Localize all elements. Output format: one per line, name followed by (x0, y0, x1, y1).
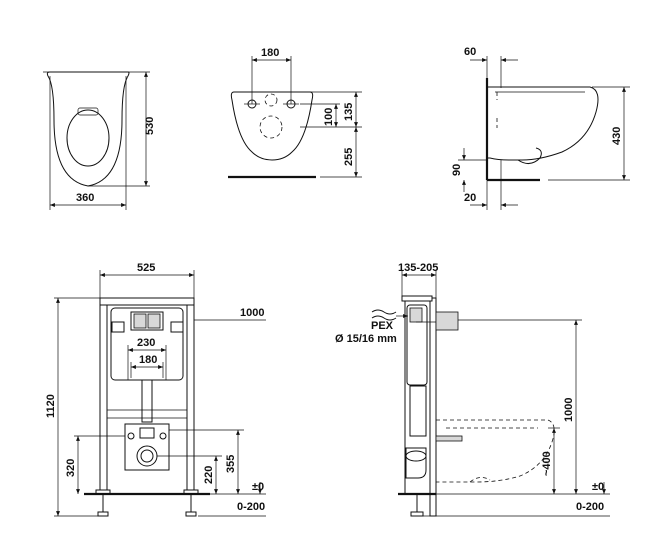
seat-hinge (77, 107, 99, 116)
frame-side-top (401, 295, 433, 302)
bowl-outline (46, 71, 130, 187)
dim-inner-spacing: 180 (139, 354, 157, 366)
wall-section (429, 297, 437, 517)
dim-rear-hole-height: 100 (323, 108, 335, 126)
side-view: 60 430 90 20 (451, 46, 630, 210)
floor-level-front: ±0 (252, 481, 264, 493)
dim-inner-width: 230 (137, 337, 155, 349)
dim-support-height: 320 (65, 459, 77, 477)
dim-top-width: 360 (76, 192, 94, 204)
frame-top-rail (99, 297, 195, 306)
wall-bracket-side (435, 435, 463, 442)
flush-button-left (133, 313, 147, 329)
side-bowl-profile (487, 86, 599, 161)
dim-side-outlet-height: 90 (451, 164, 463, 176)
cistern-side (406, 304, 428, 386)
bowl-opening (66, 109, 110, 167)
dim-rear-bottom-height: 255 (343, 148, 355, 166)
supply-valve (409, 307, 423, 323)
dim-rear-top-height: 135 (343, 103, 355, 121)
flush-button-right (147, 313, 161, 329)
floor-level-side: ±0 (592, 481, 604, 493)
dim-side-plate-height: 1000 (563, 398, 575, 422)
dim-depth-range: 135-205 (398, 262, 438, 274)
frame-front-view: 525 230 180 1120 320 1000 220 355 ±0 (45, 262, 266, 517)
dim-seat-height: ~400 (541, 451, 553, 476)
rear-bowl-outline (230, 91, 314, 161)
dim-rear-hole-spacing: 180 (261, 47, 279, 59)
frame-post-left (99, 297, 108, 495)
frame-post-right (186, 297, 195, 495)
floor-range-side: 0-200 (576, 501, 604, 513)
side-trap (517, 147, 542, 164)
floor-range-front: 0-200 (237, 501, 265, 513)
supply-label: PEX (371, 320, 394, 332)
pipe-diameter-label: Ø 15/16 mm (335, 333, 397, 345)
dim-side-gap: 20 (464, 192, 476, 204)
flush-pipe (141, 379, 153, 423)
dim-outlet-height: 220 (203, 466, 215, 484)
frame-side-view: PEX Ø 15/16 mm 135-205 1000 ~400 ±0 0-20… (335, 262, 610, 517)
dim-plate-height: 1000 (240, 307, 264, 319)
top-view: 360 530 (43, 71, 156, 210)
dim-frame-height: 1120 (45, 394, 57, 418)
actuator-side (435, 311, 459, 331)
dim-side-top-offset: 60 (464, 46, 476, 58)
outlet-circle (259, 115, 283, 139)
bowl-dashed-outline (436, 419, 555, 483)
inlet-circle (264, 93, 278, 107)
dim-side-height: 430 (611, 127, 623, 145)
dim-drain-height: 355 (225, 455, 237, 473)
dim-top-depth: 530 (144, 117, 156, 135)
rear-view: 180 100 135 255 (228, 47, 362, 179)
dim-frame-width: 525 (137, 262, 155, 274)
drain-bend-side (405, 447, 427, 479)
